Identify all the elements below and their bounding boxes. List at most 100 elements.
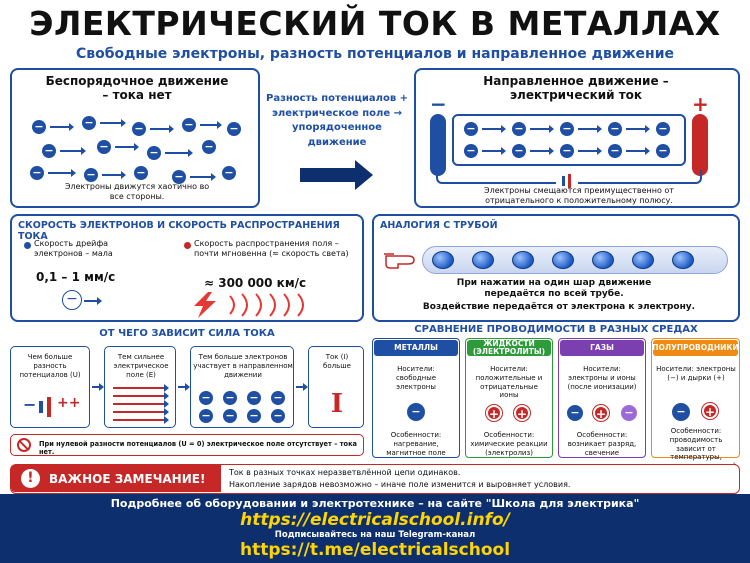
pipe-ball (632, 251, 654, 269)
velocity-arrow (48, 169, 76, 177)
electron: − (82, 116, 96, 130)
chaotic-caption: Электроны движутся хаотично во все сторо… (64, 182, 210, 201)
positive-ion-icon: + (593, 405, 609, 421)
pipe-ball (672, 251, 694, 269)
field-line (113, 416, 169, 424)
electron: − (608, 122, 622, 136)
pipe-ball (552, 251, 574, 269)
electron: − (32, 120, 46, 134)
flow-arrow (178, 383, 190, 391)
field-bullet-icon (184, 242, 191, 249)
electron: − (30, 166, 44, 180)
electron: − (227, 122, 241, 136)
field-line (113, 384, 169, 392)
current-symbol: I (330, 389, 344, 419)
velocity-arrow (626, 125, 650, 133)
compare-heading: СРАВНЕНИЕ ПРОВОДИМОСТИ В РАЗНЫХ СРЕДАХ (414, 324, 698, 335)
warning-badge: ! ВАЖНОЕ ЗАМЕЧАНИЕ! (11, 465, 221, 492)
velocity-arrow (190, 173, 216, 181)
electron: − (223, 391, 237, 405)
column-gases-feature: Особенности: возникает разряд, свечение (567, 431, 637, 457)
electron: − (132, 122, 146, 136)
analogy-heading: АНАЛОГИЯ С ТРУБОЙ (380, 220, 498, 231)
flow-arrow (92, 383, 104, 391)
column-metals-carriers: Носители: свободные электроны (395, 365, 437, 391)
exclamation-icon: ! (21, 469, 40, 488)
velocity-arrow (482, 147, 506, 155)
electron: − (271, 409, 285, 423)
pipe-ball (512, 251, 534, 269)
electron: − (512, 122, 526, 136)
electron: − (247, 409, 261, 423)
velocity-arrow (530, 125, 554, 133)
footer-telegram-link[interactable]: https://t.me/electricalschool (239, 540, 511, 560)
page-title: ЭЛЕКТРИЧЕСКИЙ ТОК В МЕТАЛЛАХ (29, 4, 721, 43)
electron: − (464, 122, 478, 136)
chaotic-electrons: − − − − − − − − − − − − − − (22, 110, 252, 200)
electron: − (464, 144, 478, 158)
electron: − (656, 144, 670, 158)
pipe-ball (432, 251, 454, 269)
chaotic-panel: Беспорядочное движение – тока нет − − − … (10, 68, 260, 208)
field-line (113, 400, 169, 408)
drift-label: Скорость дрейфа электронов – мала (34, 239, 113, 258)
column-metals: МЕТАЛЛЫ Носители: свободные электроны − … (372, 338, 460, 458)
analogy-text-2: Воздействие передаётся от электрона к эл… (422, 302, 696, 312)
warning-box: ! ВАЖНОЕ ЗАМЕЧАНИЕ! Ток в разных точках … (10, 464, 740, 494)
column-liquids: ЖИДКОСТИ (ЭЛЕКТРОЛИТЫ) Носители: положит… (465, 338, 553, 458)
step-voltage: Чем больше разность потенциалов (U) − ++ (10, 346, 90, 428)
electron: − (560, 122, 574, 136)
warning-line-1: Ток в разных точках неразветвлённой цепи… (229, 468, 461, 477)
positive-electrode (692, 114, 708, 176)
compare-table: МЕТАЛЛЫ Носители: свободные электроны − … (372, 338, 740, 470)
transition-text: Разность потенциалов + электрическое пол… (266, 93, 409, 148)
velocity-arrow (150, 125, 174, 133)
directed-electrons: − − − − − − − − − − (460, 118, 680, 164)
electron: − (134, 166, 148, 180)
electron-drift-icon: − (62, 290, 82, 310)
directed-heading: Направленное движение – электрический то… (483, 74, 669, 103)
speed-panel: СКОРОСТЬ ЭЛЕКТРОНОВ И СКОРОСТЬ РАСПРОСТР… (10, 214, 364, 322)
depends-heading: ОТ ЧЕГО ЗАВИСИТ СИЛА ТОКА (99, 328, 275, 339)
electron: − (656, 122, 670, 136)
plus-pole-label: + (692, 92, 709, 116)
step-electrons-text: Тем больше электронов участвует в направ… (193, 353, 293, 379)
minus-pole-label: − (430, 92, 447, 116)
velocity-arrow (165, 149, 193, 157)
velocity-arrow (530, 147, 554, 155)
electron: − (182, 118, 196, 132)
field-line (113, 408, 169, 416)
directed-panel: Направленное движение – электрический то… (414, 68, 740, 208)
column-liquids-header: ЖИДКОСТИ (ЭЛЕКТРОЛИТЫ) (467, 340, 551, 356)
wave-icon (226, 292, 316, 318)
electron: − (42, 144, 56, 158)
electron: − (199, 409, 213, 423)
drift-arrow (84, 297, 102, 305)
velocity-arrow (578, 125, 602, 133)
battery-icon (556, 174, 578, 188)
electron: − (172, 170, 186, 184)
warning-label: ВАЖНОЕ ЗАМЕЧАНИЕ! (49, 472, 206, 486)
electron: − (84, 168, 98, 182)
battery-icon: − ++ (23, 395, 80, 417)
transition-arrow-head (355, 160, 373, 190)
velocity-arrow (50, 123, 74, 131)
step-voltage-text: Чем больше разность потенциалов (U) (19, 353, 81, 379)
analogy-panel: АНАЛОГИЯ С ТРУБОЙ При нажатии на один ша… (372, 214, 740, 322)
electron: − (608, 144, 622, 158)
velocity-arrow (200, 121, 222, 129)
footer-banner: Подробнее об оборудовании и электротехни… (0, 494, 750, 563)
footer-line-2: Подписывайтесь на наш Telegram-канал (274, 530, 476, 540)
positive-ion-icon: + (514, 405, 530, 421)
drift-value: 0,1 – 1 мм/с (36, 270, 116, 284)
column-semiconductors: ПОЛУПРОВОДНИКИ Носители: электроны (−) и… (651, 338, 740, 470)
zero-voltage-note: При нулевой разности потенциалов (U = 0)… (10, 434, 364, 456)
warning-line-2: Накопление зарядов невозможно – иначе по… (229, 480, 571, 489)
electron: − (247, 391, 261, 405)
column-liquids-carriers: Носители: положительные и отрицательные … (475, 365, 543, 400)
step-current: Ток (I) больше I (308, 346, 364, 428)
column-gases-carriers: Носители: электроны и ионы (после иониза… (567, 365, 637, 391)
velocity-arrow (100, 119, 126, 127)
electron: − (147, 146, 161, 160)
footer-site-link[interactable]: https://electricalschool.info/ (240, 510, 510, 530)
